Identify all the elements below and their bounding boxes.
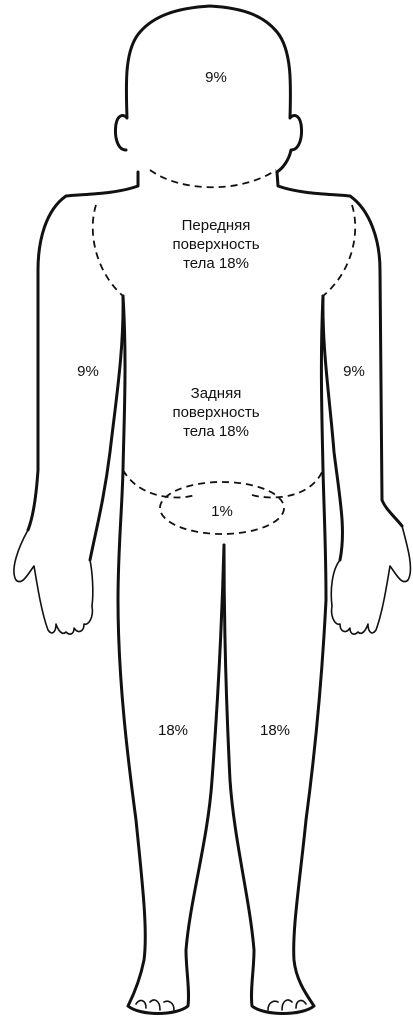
genital-label: 1%: [204, 502, 240, 521]
left-arm-inner-outline: [90, 296, 123, 560]
right-foot-toes: [268, 1000, 306, 1010]
front-torso-line-1: Передняя: [156, 216, 276, 235]
left-arm-label: 9%: [70, 362, 106, 381]
hip-dashed-boundary: [123, 470, 323, 497]
back-torso-line-3: тела 18%: [160, 422, 272, 441]
head-label: 9%: [196, 68, 236, 87]
left-leg-outline: [118, 545, 224, 1014]
right-leg-outline: [224, 545, 326, 1014]
left-hand-outline: [14, 530, 93, 634]
back-torso-label: Задняя поверхность тела 18%: [160, 384, 272, 441]
left-leg-label: 18%: [150, 721, 196, 740]
front-torso-line-3: тела 18%: [156, 254, 276, 273]
back-torso-line-2: поверхность: [160, 403, 272, 422]
head-outline: [115, 6, 301, 172]
neck-right-outline: [277, 172, 402, 526]
right-shoulder-dashed-boundary: [323, 205, 355, 296]
front-torso-line-2: поверхность: [156, 235, 276, 254]
left-foot-toes: [136, 1000, 174, 1010]
right-arm-label: 9%: [336, 362, 372, 381]
right-leg-label: 18%: [252, 721, 298, 740]
neck-dashed-boundary: [150, 170, 276, 187]
back-torso-line-1: Задняя: [160, 384, 272, 403]
front-torso-label: Передняя поверхность тела 18%: [156, 216, 276, 273]
left-shoulder-dashed-boundary: [93, 205, 123, 296]
